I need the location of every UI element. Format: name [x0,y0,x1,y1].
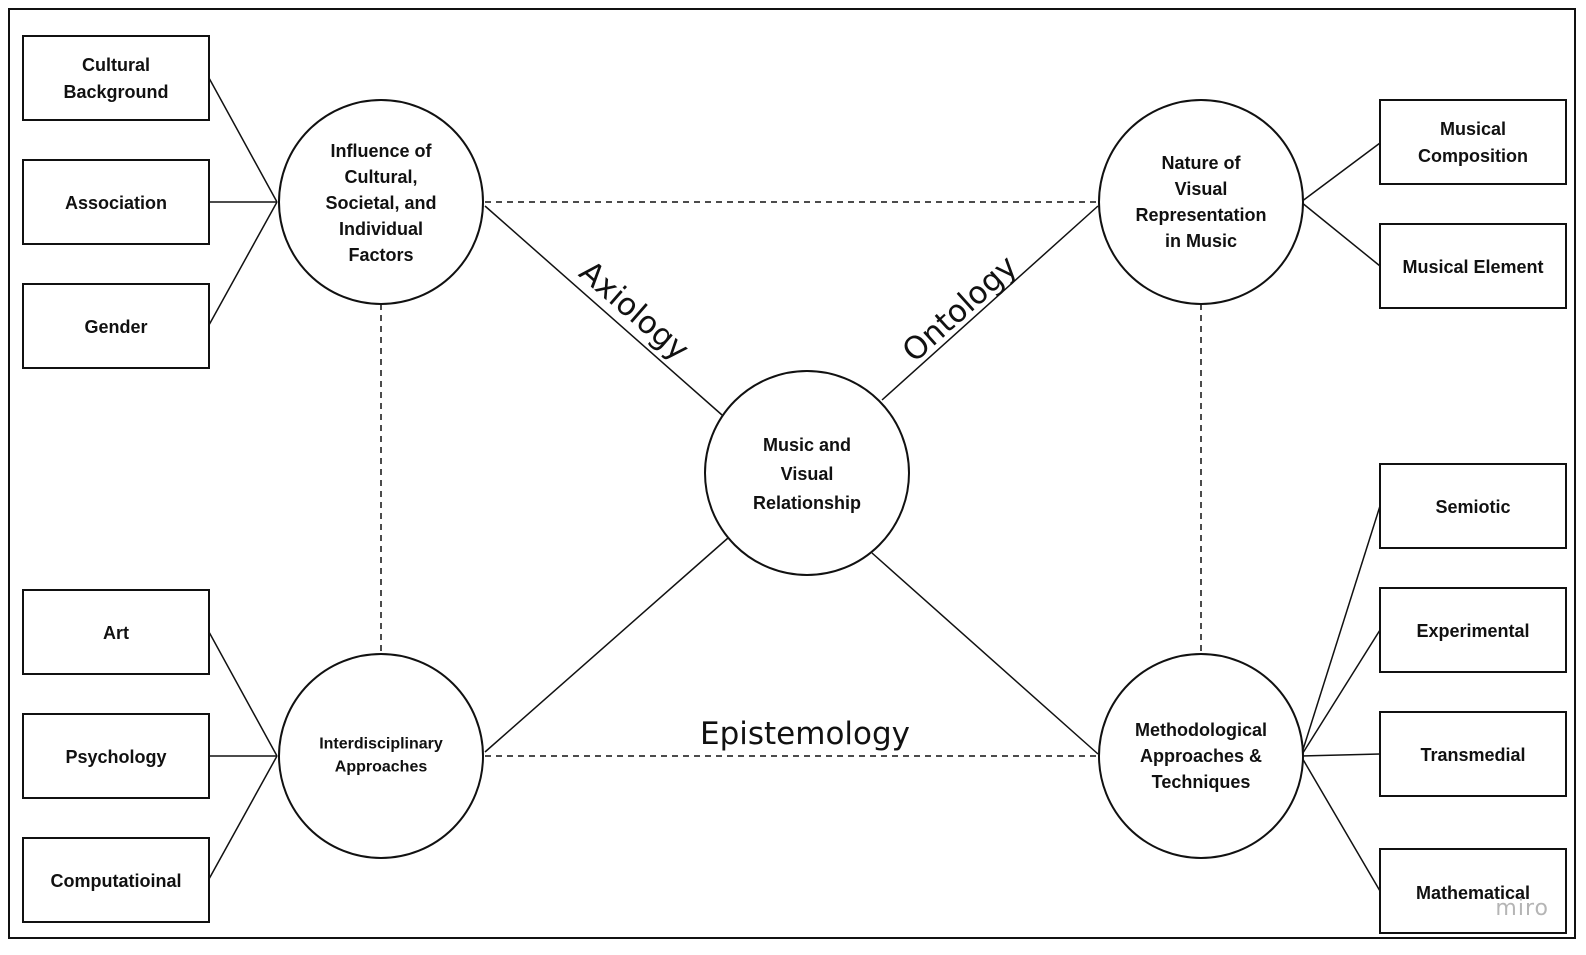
box-psychology: Psychology [22,713,210,799]
hub-influence: Influence of Cultural, Societal, and Ind… [278,99,484,305]
box-mathematical-label: Mathematical [1416,883,1530,903]
epistemology-label: Epistemology [700,716,910,752]
hub-methodological-line2: Approaches & [1140,746,1262,766]
hub-influence-line2: Cultural, [344,167,417,187]
hub-influence-line5: Factors [348,245,413,265]
hub-methodological-line3: Techniques [1152,772,1251,792]
box-semiotic: Semiotic [1379,463,1567,549]
hub-interdisciplinary-line2: Approaches [335,759,428,776]
connector-art [208,631,278,757]
hub-methodological: Methodological Approaches & Techniques [1098,653,1304,859]
center-line3: Relationship [753,493,861,513]
connector-computational [208,755,278,880]
box-semiotic-label: Semiotic [1435,497,1510,517]
hub-influence-line3: Societal, and [325,193,436,213]
connector-mathematical [1300,755,1381,892]
connector-musical-composition [1300,142,1381,203]
connector-cultural-background [208,77,278,203]
box-musical-composition: Musical Composition [1379,99,1567,185]
box-cultural-background-line1: Cultural [82,55,150,75]
box-art: Art [22,589,210,675]
connector-transmedial [1300,753,1381,757]
connector-experimental [1300,629,1381,757]
connectors [208,77,1381,892]
center-line2: Visual [781,464,834,484]
box-musical-composition-line1: Musical [1440,119,1506,139]
hub-nature-line2: Visual [1175,179,1228,199]
hub-influence-line4: Individual [339,219,423,239]
box-cultural-background: Cultural Background [22,35,210,121]
box-gender-label: Gender [84,317,147,337]
box-psychology-label: Psychology [65,747,166,767]
connector-musical-element [1300,201,1381,267]
box-cultural-background-line2: Background [63,82,168,102]
connector-center-methodological [871,552,1099,755]
hub-nature-line1: Nature of [1161,153,1241,173]
box-computational: Computatioinal [22,837,210,923]
center-node: Music and Visual Relationship [704,370,910,576]
box-experimental-label: Experimental [1416,621,1529,641]
center-line1: Music and [763,435,851,455]
hub-nature-line4: in Music [1165,231,1237,251]
connector-semiotic [1300,505,1381,757]
connector-ontology [881,205,1099,401]
hub-interdisciplinary-line1: Interdisciplinary [319,736,443,753]
box-transmedial: Transmedial [1379,711,1567,797]
box-computational-label: Computatioinal [51,871,182,891]
hub-nature: Nature of Visual Representation in Music [1098,99,1304,305]
connector-gender [208,201,278,326]
box-musical-element: Musical Element [1379,223,1567,309]
hub-influence-line1: Influence of [330,141,432,161]
box-experimental: Experimental [1379,587,1567,673]
hub-interdisciplinary: Interdisciplinary Approaches [278,653,484,859]
box-musical-composition-line2: Composition [1418,146,1528,166]
box-art-label: Art [103,623,129,643]
hub-nature-line3: Representation [1135,205,1266,225]
hub-methodological-line1: Methodological [1135,720,1267,740]
box-transmedial-label: Transmedial [1420,745,1525,765]
box-musical-element-label: Musical Element [1402,257,1543,277]
box-association: Association [22,159,210,245]
connector-axiology [484,205,723,416]
box-association-label: Association [65,193,167,213]
connector-center-interdisciplinary [484,537,729,753]
box-gender: Gender [22,283,210,369]
miro-watermark: miro [1495,896,1549,921]
box-mathematical: Mathematical [1379,848,1567,934]
